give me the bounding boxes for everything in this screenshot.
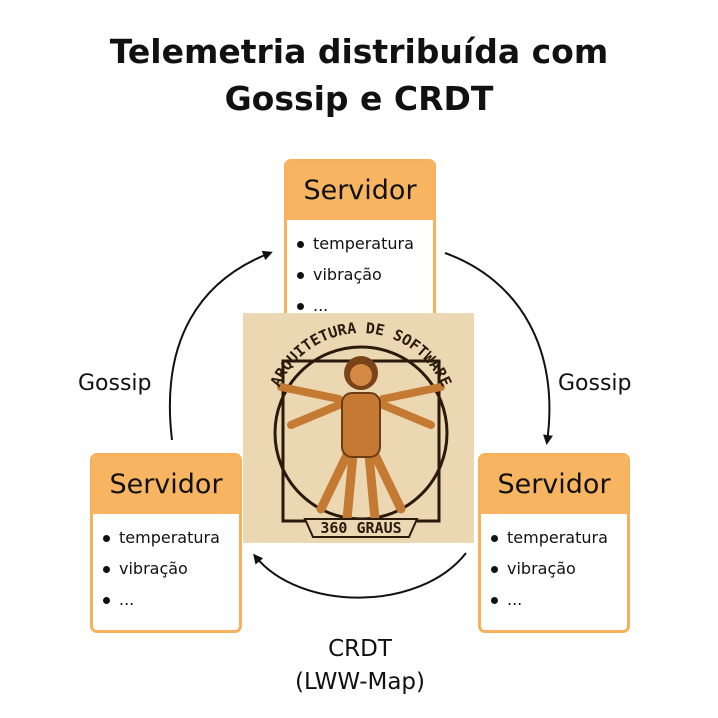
bullet-icon <box>297 303 304 310</box>
metric-item: temperatura <box>297 228 433 259</box>
title-line-2: Gossip e CRDT <box>224 79 494 118</box>
metric-item: ... <box>491 584 627 615</box>
server-title: Servidor <box>287 162 433 220</box>
vitruvian-logo-icon: ARQUITETURA DE SOFTWARE 360 GRAUS <box>267 319 455 538</box>
logo-text-bottom: 360 GRAUS <box>320 519 401 537</box>
bullet-icon <box>103 566 110 573</box>
crdt-label-line-1: CRDT <box>328 636 392 662</box>
metric-item: vibração <box>103 553 239 584</box>
bullet-icon <box>491 566 498 573</box>
crdt-arrow-bottom <box>253 552 467 599</box>
server-title: Servidor <box>93 456 239 514</box>
bullet-icon <box>103 535 110 542</box>
logo-badge: ARQUITETURA DE SOFTWARE 360 GRAUS <box>243 313 474 543</box>
metric-list: temperatura vibração ... <box>93 514 239 621</box>
gossip-label-right: Gossip <box>558 371 632 396</box>
server-title: Servidor <box>481 456 627 514</box>
metric-item: temperatura <box>491 522 627 553</box>
gossip-label-left: Gossip <box>78 371 152 396</box>
crdt-label-line-2: (LWW-Map) <box>294 669 426 695</box>
server-node-top: Servidor temperatura vibração ... <box>284 159 436 325</box>
title-line-1: Telemetria distribuída com <box>109 32 609 71</box>
bullet-icon <box>103 597 110 604</box>
bullet-icon <box>297 241 304 248</box>
server-node-right: Servidor temperatura vibração ... <box>478 453 630 633</box>
metric-item: temperatura <box>103 522 239 553</box>
metric-item: vibração <box>297 259 433 290</box>
diagram-title: Telemetria distribuída com Gossip e CRDT <box>0 28 718 122</box>
metric-item: vibração <box>491 553 627 584</box>
metric-item: ... <box>103 584 239 615</box>
metric-list: temperatura vibração ... <box>287 220 433 322</box>
gossip-arrow-right <box>444 252 553 445</box>
bullet-icon <box>491 597 498 604</box>
bullet-icon <box>297 272 304 279</box>
server-node-left: Servidor temperatura vibração ... <box>90 453 242 633</box>
gossip-arrow-left <box>168 250 273 441</box>
metric-list: temperatura vibração ... <box>481 514 627 621</box>
bullet-icon <box>491 535 498 542</box>
metric-item: ... <box>297 290 433 321</box>
crdt-label: CRDT (LWW-Map) <box>240 633 480 699</box>
